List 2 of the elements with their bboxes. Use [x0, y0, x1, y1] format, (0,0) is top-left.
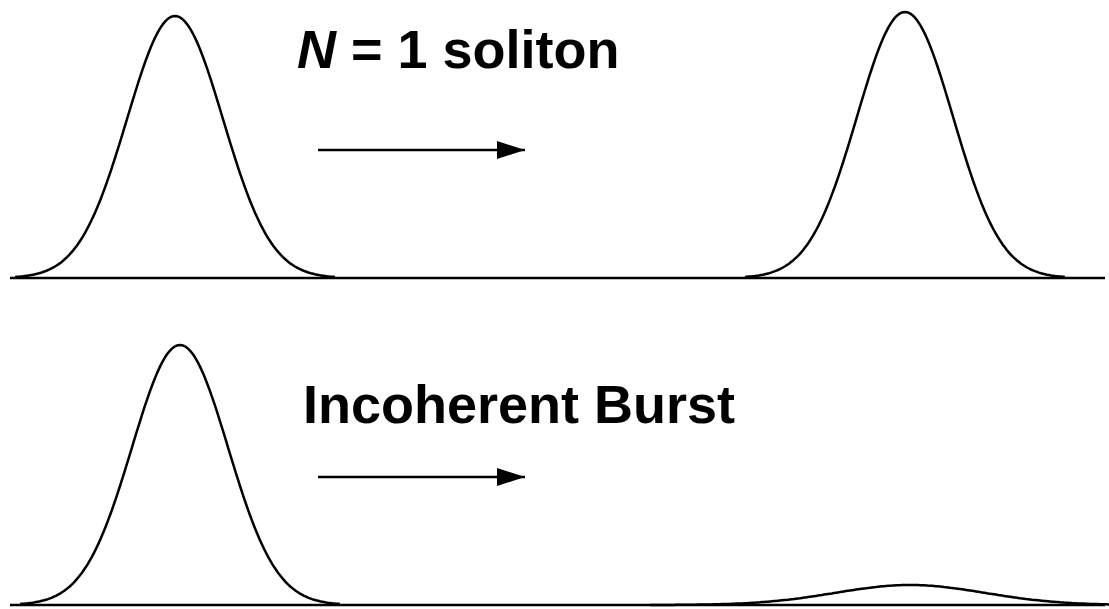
heading: Incoherent Burst [303, 377, 736, 431]
heading: N = 1 soliton [297, 22, 620, 76]
